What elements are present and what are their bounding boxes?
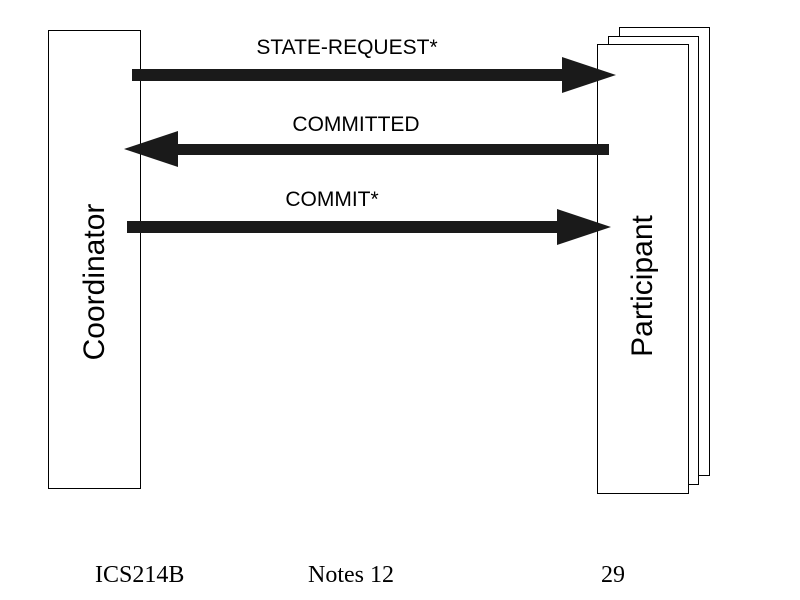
footer-page-number: 29 [601, 562, 625, 588]
footer-course: ICS214B [95, 562, 185, 588]
message-label-commit: COMMIT* [285, 188, 379, 211]
coordinator-box [48, 30, 141, 489]
arrow-committed [124, 131, 609, 167]
arrow-commit [127, 209, 611, 245]
participant-box [597, 44, 689, 494]
message-label-committed: COMMITTED [292, 113, 420, 136]
footer-notes: Notes 12 [308, 562, 394, 588]
message-label-state-request: STATE-REQUEST* [256, 36, 438, 59]
arrow-state-request [132, 57, 616, 93]
